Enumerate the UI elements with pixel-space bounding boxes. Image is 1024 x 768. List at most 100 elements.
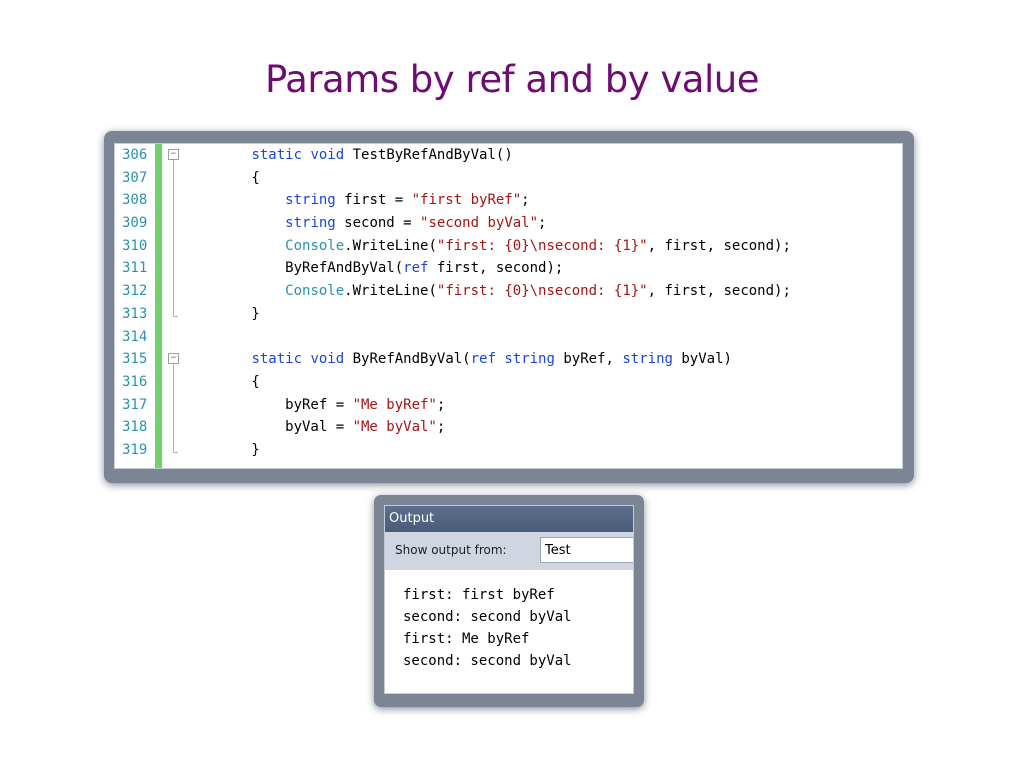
keyword-token: static bbox=[251, 147, 303, 163]
line-number: 307 bbox=[122, 169, 148, 186]
keyword-token: static bbox=[251, 351, 303, 368]
code-line: string first = "first byRef"; bbox=[184, 189, 902, 212]
string-token: "first: {0}\nsecond: {1}" bbox=[436, 283, 648, 300]
code-token: ; bbox=[436, 419, 446, 436]
code-token: first = bbox=[335, 192, 412, 209]
collapse-icon[interactable]: − bbox=[168, 353, 179, 365]
code-token: byVal) bbox=[672, 351, 732, 368]
code-token: ; bbox=[436, 396, 446, 413]
code-token: byRef, bbox=[554, 351, 623, 368]
output-text: first: first byRef second: second byVal fi… bbox=[385, 570, 633, 672]
code-line: static void ByRefAndByVal(ref string byR… bbox=[184, 348, 902, 371]
keyword-token: ref bbox=[470, 351, 496, 368]
code-token: ByRefAndByVal( bbox=[344, 351, 471, 368]
type-token: Console bbox=[285, 283, 345, 300]
line-number: 311 bbox=[122, 260, 148, 277]
code-line: } bbox=[184, 303, 902, 326]
line-number: 308 bbox=[122, 192, 148, 209]
code-line: Console.WriteLine("first: {0}\nsecond: {… bbox=[184, 235, 902, 258]
keyword-token: void bbox=[310, 147, 345, 163]
output-line: second: second byVal bbox=[403, 653, 572, 669]
code-token: second = bbox=[335, 215, 421, 232]
line-number: 314 bbox=[122, 328, 148, 345]
line-number: 310 bbox=[122, 237, 148, 254]
code-token: byVal = bbox=[184, 419, 353, 436]
code-token: TestByRefAndByVal() bbox=[344, 147, 513, 163]
string-token: "first: {0}\nsecond: {1}" bbox=[436, 237, 648, 254]
code-line: ByRefAndByVal(ref first, second); bbox=[184, 257, 902, 280]
outlining-margin: −− bbox=[162, 144, 184, 468]
line-number: 312 bbox=[122, 283, 148, 300]
line-number: 309 bbox=[122, 215, 148, 232]
output-window-frame: Output Show output from: Test first: fir… bbox=[374, 495, 644, 707]
code-token: ; bbox=[521, 192, 530, 209]
output-line: first: Me byRef bbox=[403, 631, 530, 647]
fold-marker bbox=[162, 166, 184, 190]
code-line: static void TestByRefAndByVal() bbox=[184, 144, 902, 167]
code-token bbox=[184, 192, 285, 208]
string-token: "Me byVal" bbox=[352, 419, 437, 436]
fold-marker bbox=[162, 326, 184, 349]
output-toolbar: Show output from: Test bbox=[385, 532, 633, 570]
output-source-select[interactable]: Test bbox=[540, 537, 633, 563]
line-number: 317 bbox=[122, 396, 148, 413]
fold-marker bbox=[162, 416, 184, 439]
changed-lines-bar bbox=[155, 144, 162, 468]
keyword-token: string bbox=[285, 192, 336, 209]
collapse-icon[interactable]: − bbox=[168, 149, 179, 160]
code-token: { bbox=[184, 169, 260, 186]
output-line: second: second byVal bbox=[403, 609, 572, 625]
code-token bbox=[184, 351, 251, 367]
fold-marker bbox=[162, 280, 184, 303]
code-token bbox=[184, 238, 285, 254]
fold-marker bbox=[162, 257, 184, 281]
code-token: , first, second); bbox=[647, 237, 791, 254]
string-token: "first byRef" bbox=[411, 192, 522, 209]
line-number: 319 bbox=[122, 441, 148, 458]
fold-marker: − bbox=[162, 144, 184, 167]
output-window: Output Show output from: Test first: fir… bbox=[384, 505, 634, 694]
code-line: } bbox=[184, 439, 902, 462]
code-line: byVal = "Me byVal"; bbox=[184, 416, 902, 439]
line-number: 313 bbox=[122, 305, 148, 322]
code-line: Console.WriteLine("first: {0}\nsecond: {… bbox=[184, 280, 902, 303]
code-token: { bbox=[184, 373, 260, 390]
code-line: { bbox=[184, 371, 902, 394]
output-line: first: first byRef bbox=[403, 587, 555, 603]
line-number: 316 bbox=[122, 373, 148, 390]
string-token: "Me byRef" bbox=[352, 396, 437, 413]
show-output-from-label: Show output from: bbox=[395, 543, 507, 557]
slide-title: Params by ref and by value bbox=[265, 58, 759, 101]
fold-marker: − bbox=[162, 348, 184, 372]
code-token: } bbox=[184, 305, 260, 322]
code-token: ByRefAndByVal( bbox=[184, 260, 404, 277]
fold-marker bbox=[162, 189, 184, 213]
keyword-token: string bbox=[285, 215, 336, 232]
keyword-token: void bbox=[310, 351, 345, 368]
code-line: byRef = "Me byRef"; bbox=[184, 394, 902, 417]
fold-marker bbox=[162, 234, 184, 258]
line-number: 315 bbox=[122, 351, 148, 368]
keyword-token: string bbox=[622, 351, 673, 368]
code-line: { bbox=[184, 167, 902, 190]
code-token: byRef = bbox=[184, 396, 353, 413]
keyword-token: ref bbox=[403, 260, 429, 277]
fold-marker bbox=[162, 302, 184, 326]
code-line: string second = "second byVal"; bbox=[184, 212, 902, 235]
fold-marker bbox=[162, 438, 184, 462]
code-token bbox=[184, 283, 285, 299]
output-window-title: Output bbox=[385, 506, 633, 532]
code-token: .WriteLine( bbox=[344, 283, 437, 300]
fold-marker bbox=[162, 370, 184, 394]
code-text-area[interactable]: static void TestByRefAndByVal() { string… bbox=[184, 144, 902, 468]
code-token: , first, second); bbox=[647, 283, 791, 300]
fold-marker bbox=[162, 393, 184, 417]
code-token bbox=[184, 147, 251, 163]
line-number: 306 bbox=[122, 147, 148, 163]
fold-marker bbox=[162, 212, 184, 235]
code-token: .WriteLine( bbox=[344, 237, 437, 254]
code-token: } bbox=[184, 441, 260, 458]
